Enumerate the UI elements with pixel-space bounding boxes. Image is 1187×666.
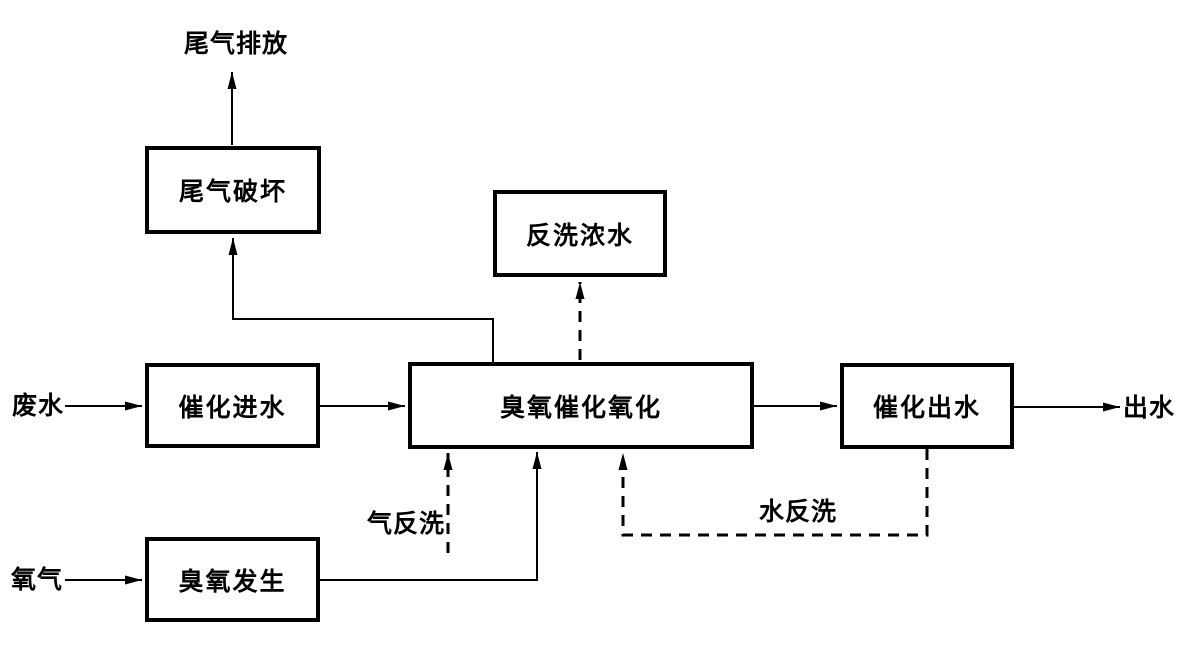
node-label: 催化出水	[872, 394, 981, 422]
arrow-water-backwash-to-oxidation	[618, 449, 929, 537]
label-outlet-water: 出水	[1122, 394, 1175, 422]
node-label: 臭氧发生	[178, 567, 287, 596]
label-gas-backwash: 气反洗	[366, 510, 445, 538]
node-tail-gas-destruction: 尾气破坏	[145, 146, 321, 234]
label-wastewater: 废水	[12, 392, 65, 420]
node-ozone-catalytic-oxidation: 臭氧催化氧化	[408, 362, 754, 449]
node-ozone-generation: 臭氧发生	[145, 537, 320, 622]
arrow-generation-to-oxidation	[320, 452, 542, 581]
node-catalytic-inlet: 催化进水	[145, 363, 320, 448]
arrow-oxidation-to-tailgas-destruction	[228, 238, 494, 362]
node-label: 臭氧催化氧化	[499, 393, 662, 422]
node-label: 尾气破坏	[178, 178, 287, 206]
node-catalytic-outlet: 催化出水	[840, 363, 1014, 449]
node-label: 反洗浓水	[525, 221, 634, 250]
node-backwash-concentrate: 反洗浓水	[493, 190, 667, 277]
label-tail-gas-discharge: 尾气排放	[184, 30, 289, 58]
label-water-backwash: 水反洗	[758, 498, 837, 526]
node-label: 催化进水	[178, 393, 287, 422]
label-oxygen: 氧气	[10, 566, 63, 594]
